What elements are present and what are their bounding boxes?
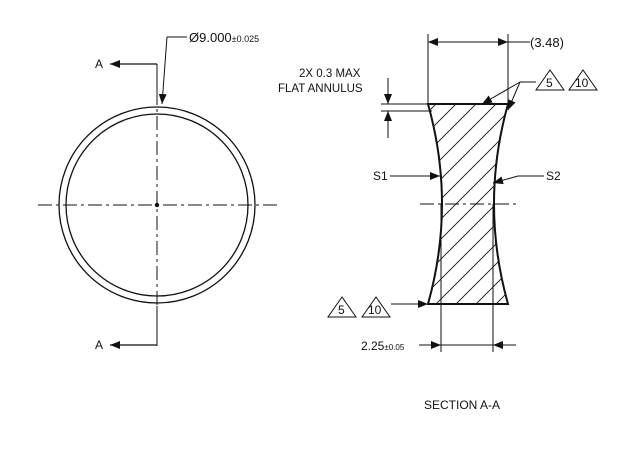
- callout-triangle-bottom-5: 5: [327, 296, 357, 318]
- diameter-leader-slope: [158, 36, 168, 105]
- s2-leader-slope: [492, 175, 519, 185]
- diameter-symbol: Ø: [189, 30, 199, 45]
- callout-triangle-top-10: 10: [568, 69, 598, 91]
- section-view: (3.48) 2X 0.3 MAX FLAT ANNULUS 5 10 S1 S…: [278, 34, 598, 412]
- section-label-bottom: A: [95, 338, 103, 352]
- diameter-value: 9.000: [199, 30, 232, 45]
- section-caption: SECTION A-A: [424, 398, 500, 412]
- surface-label-s2: S2: [546, 169, 561, 183]
- flat-note-line1: 2X 0.3 MAX: [299, 68, 361, 80]
- section-hatching: [428, 104, 508, 304]
- callout-leader-top-2: [481, 81, 521, 105]
- diameter-dimension: Ø9.000±0.025: [189, 30, 259, 45]
- callout-value-bottom-5: 5: [338, 303, 345, 317]
- callout-value-top-5: 5: [546, 76, 553, 90]
- section-label-top: A: [95, 57, 103, 71]
- callout-value-top-10: 10: [575, 76, 589, 90]
- callout-leader-top-3: [507, 81, 521, 111]
- diameter-tolerance: ±0.025: [232, 34, 259, 44]
- lens-section-outline: [426, 103, 510, 305]
- callout-triangle-bottom-10: 10: [361, 296, 391, 318]
- front-view: A A Ø9.000±0.025: [38, 30, 277, 352]
- center-thickness-value: 2.25±0.05: [361, 339, 405, 353]
- surface-label-s1: S1: [373, 169, 388, 183]
- flat-note-line2: FLAT ANNULUS: [278, 83, 363, 95]
- callout-triangle-top-5: 5: [535, 69, 565, 91]
- center-point: [154, 202, 160, 208]
- callout-value-bottom-10: 10: [368, 303, 382, 317]
- thickness-ref-dim: (3.48): [530, 35, 564, 50]
